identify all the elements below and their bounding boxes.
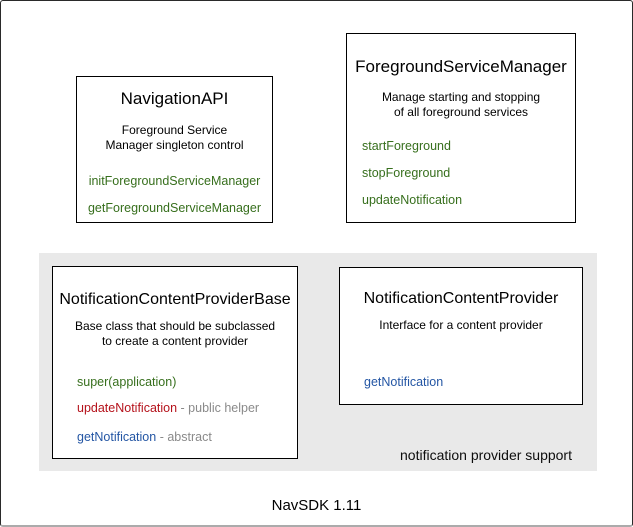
class-title-notification-content-provider-base: NotificationContentProviderBase <box>59 291 291 308</box>
description-line: to create a content provider <box>101 334 249 348</box>
class-title-foreground-service-manager: ForegroundServiceManager <box>355 57 567 76</box>
description-line: Foreground Service <box>121 123 228 137</box>
method-list: getNotification <box>340 374 582 390</box>
method-list: initForegroundServiceManager getForegrou… <box>77 173 272 216</box>
class-description: Foreground Service Manager singleton con… <box>77 123 272 153</box>
class-box-navigation-api: NavigationAPI Foreground Service Manager… <box>76 76 273 223</box>
method-get-foreground-service-manager: getForegroundServiceManager <box>87 201 262 215</box>
class-box-notification-content-provider-base: NotificationContentProviderBase Base cla… <box>52 266 298 459</box>
class-box-foreground-service-manager: ForegroundServiceManager Manage starting… <box>346 33 576 223</box>
description-line: Manager singleton control <box>105 138 244 152</box>
method-annotation: - abstract <box>156 430 212 444</box>
method-label: getNotification <box>77 430 157 444</box>
method-get-notification: getNotification - abstract <box>77 429 297 445</box>
group-caption: notification provider support <box>400 447 572 463</box>
description-line: Interface for a content provider <box>379 318 543 332</box>
method-list: startForeground stopForeground updateNot… <box>347 138 575 208</box>
class-box-notification-content-provider: NotificationContentProvider Interface fo… <box>339 267 583 405</box>
method-list: super(application) updateNotification - … <box>53 374 297 445</box>
description-line: of all foreground services <box>393 105 529 119</box>
class-title-navigation-api: NavigationAPI <box>120 89 229 108</box>
method-init-foreground-service-manager: initForegroundServiceManager <box>88 174 261 188</box>
class-description: Manage starting and stopping of all fore… <box>347 90 575 120</box>
method-update-notification: updateNotification - public helper <box>77 400 297 416</box>
description-line: Base class that should be subclassed <box>74 319 276 333</box>
notification-provider-support-group: NotificationContentProviderBase Base cla… <box>39 253 597 471</box>
method-super-application: super(application) <box>77 374 297 390</box>
class-description: Base class that should be subclassed to … <box>53 319 297 349</box>
method-start-foreground: startForeground <box>362 139 451 153</box>
method-stop-foreground: stopForeground <box>362 166 451 180</box>
method-get-notification: getNotification <box>364 375 444 389</box>
class-title-notification-content-provider: NotificationContentProvider <box>363 290 559 307</box>
method-label: super(application) <box>77 375 177 389</box>
method-annotation: - public helper <box>177 401 260 415</box>
method-update-notification: updateNotification <box>362 193 463 207</box>
class-description: Interface for a content provider <box>340 318 582 333</box>
description-line: Manage starting and stopping <box>381 90 541 104</box>
sdk-version-caption: NavSDK 1.11 <box>271 497 362 514</box>
method-label: updateNotification <box>77 401 178 415</box>
